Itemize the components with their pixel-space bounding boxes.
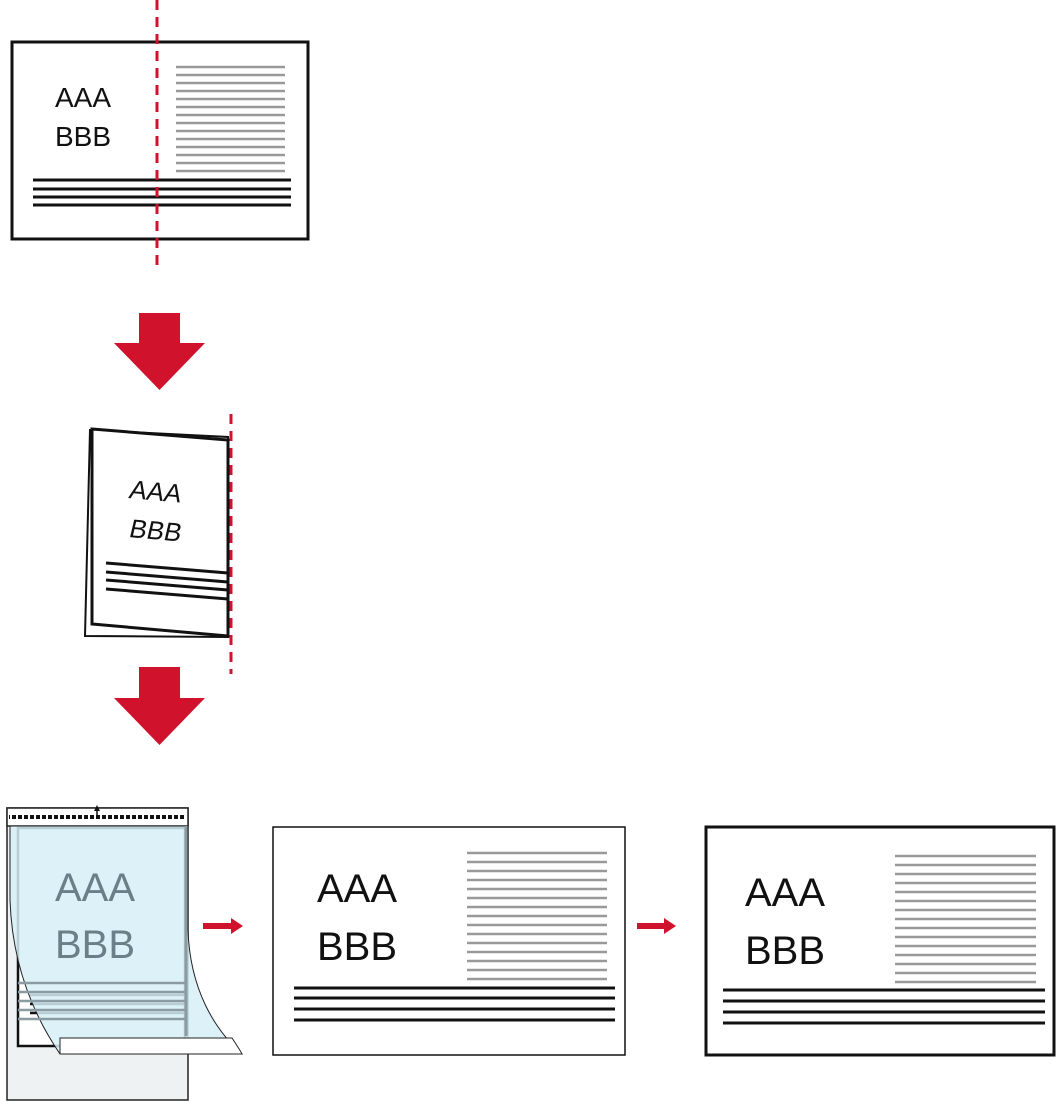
down-arrow-2 (114, 667, 205, 745)
scanned-page (272, 826, 626, 1056)
carrier-gray-lines (18, 981, 186, 1021)
original-text-line1: AAA (55, 82, 111, 113)
down-arrow-1 (114, 313, 205, 390)
original-document: AAA BBB (10, 0, 310, 270)
scanned-gray-text-block (467, 851, 607, 981)
right-arrow-1 (203, 918, 243, 934)
output-text-line1: AAA (745, 871, 825, 915)
carrier-sheet: AAA BBB (6, 805, 244, 1101)
insert-direction-arrow-icon (94, 805, 100, 811)
original-gray-text-block (176, 65, 285, 173)
folded-text-line2: BBB (127, 514, 186, 548)
original-black-lines (33, 178, 291, 207)
scanned-image: AAA BBB (272, 826, 626, 1056)
carrier-text-line2: BBB (55, 923, 135, 967)
scanned-text-line1: AAA (317, 867, 397, 911)
output-black-lines (723, 988, 1045, 1025)
folded-black-lines (105, 561, 229, 601)
right-arrow-2 (637, 918, 676, 934)
output-text-line2: BBB (745, 929, 825, 973)
folded-document: AAA BBB (83, 414, 233, 674)
carrier-text-line1: AAA (55, 866, 135, 910)
folded-text-line1: AAA (127, 475, 186, 509)
output-gray-text-block (895, 854, 1036, 984)
carrier-flap-edge (59, 1037, 243, 1055)
original-text-line2: BBB (55, 121, 111, 152)
output-image: AAA BBB (704, 825, 1056, 1057)
scanned-text-line2: BBB (317, 925, 397, 969)
scanned-black-lines (294, 986, 615, 1022)
folded-front-page (90, 427, 230, 638)
